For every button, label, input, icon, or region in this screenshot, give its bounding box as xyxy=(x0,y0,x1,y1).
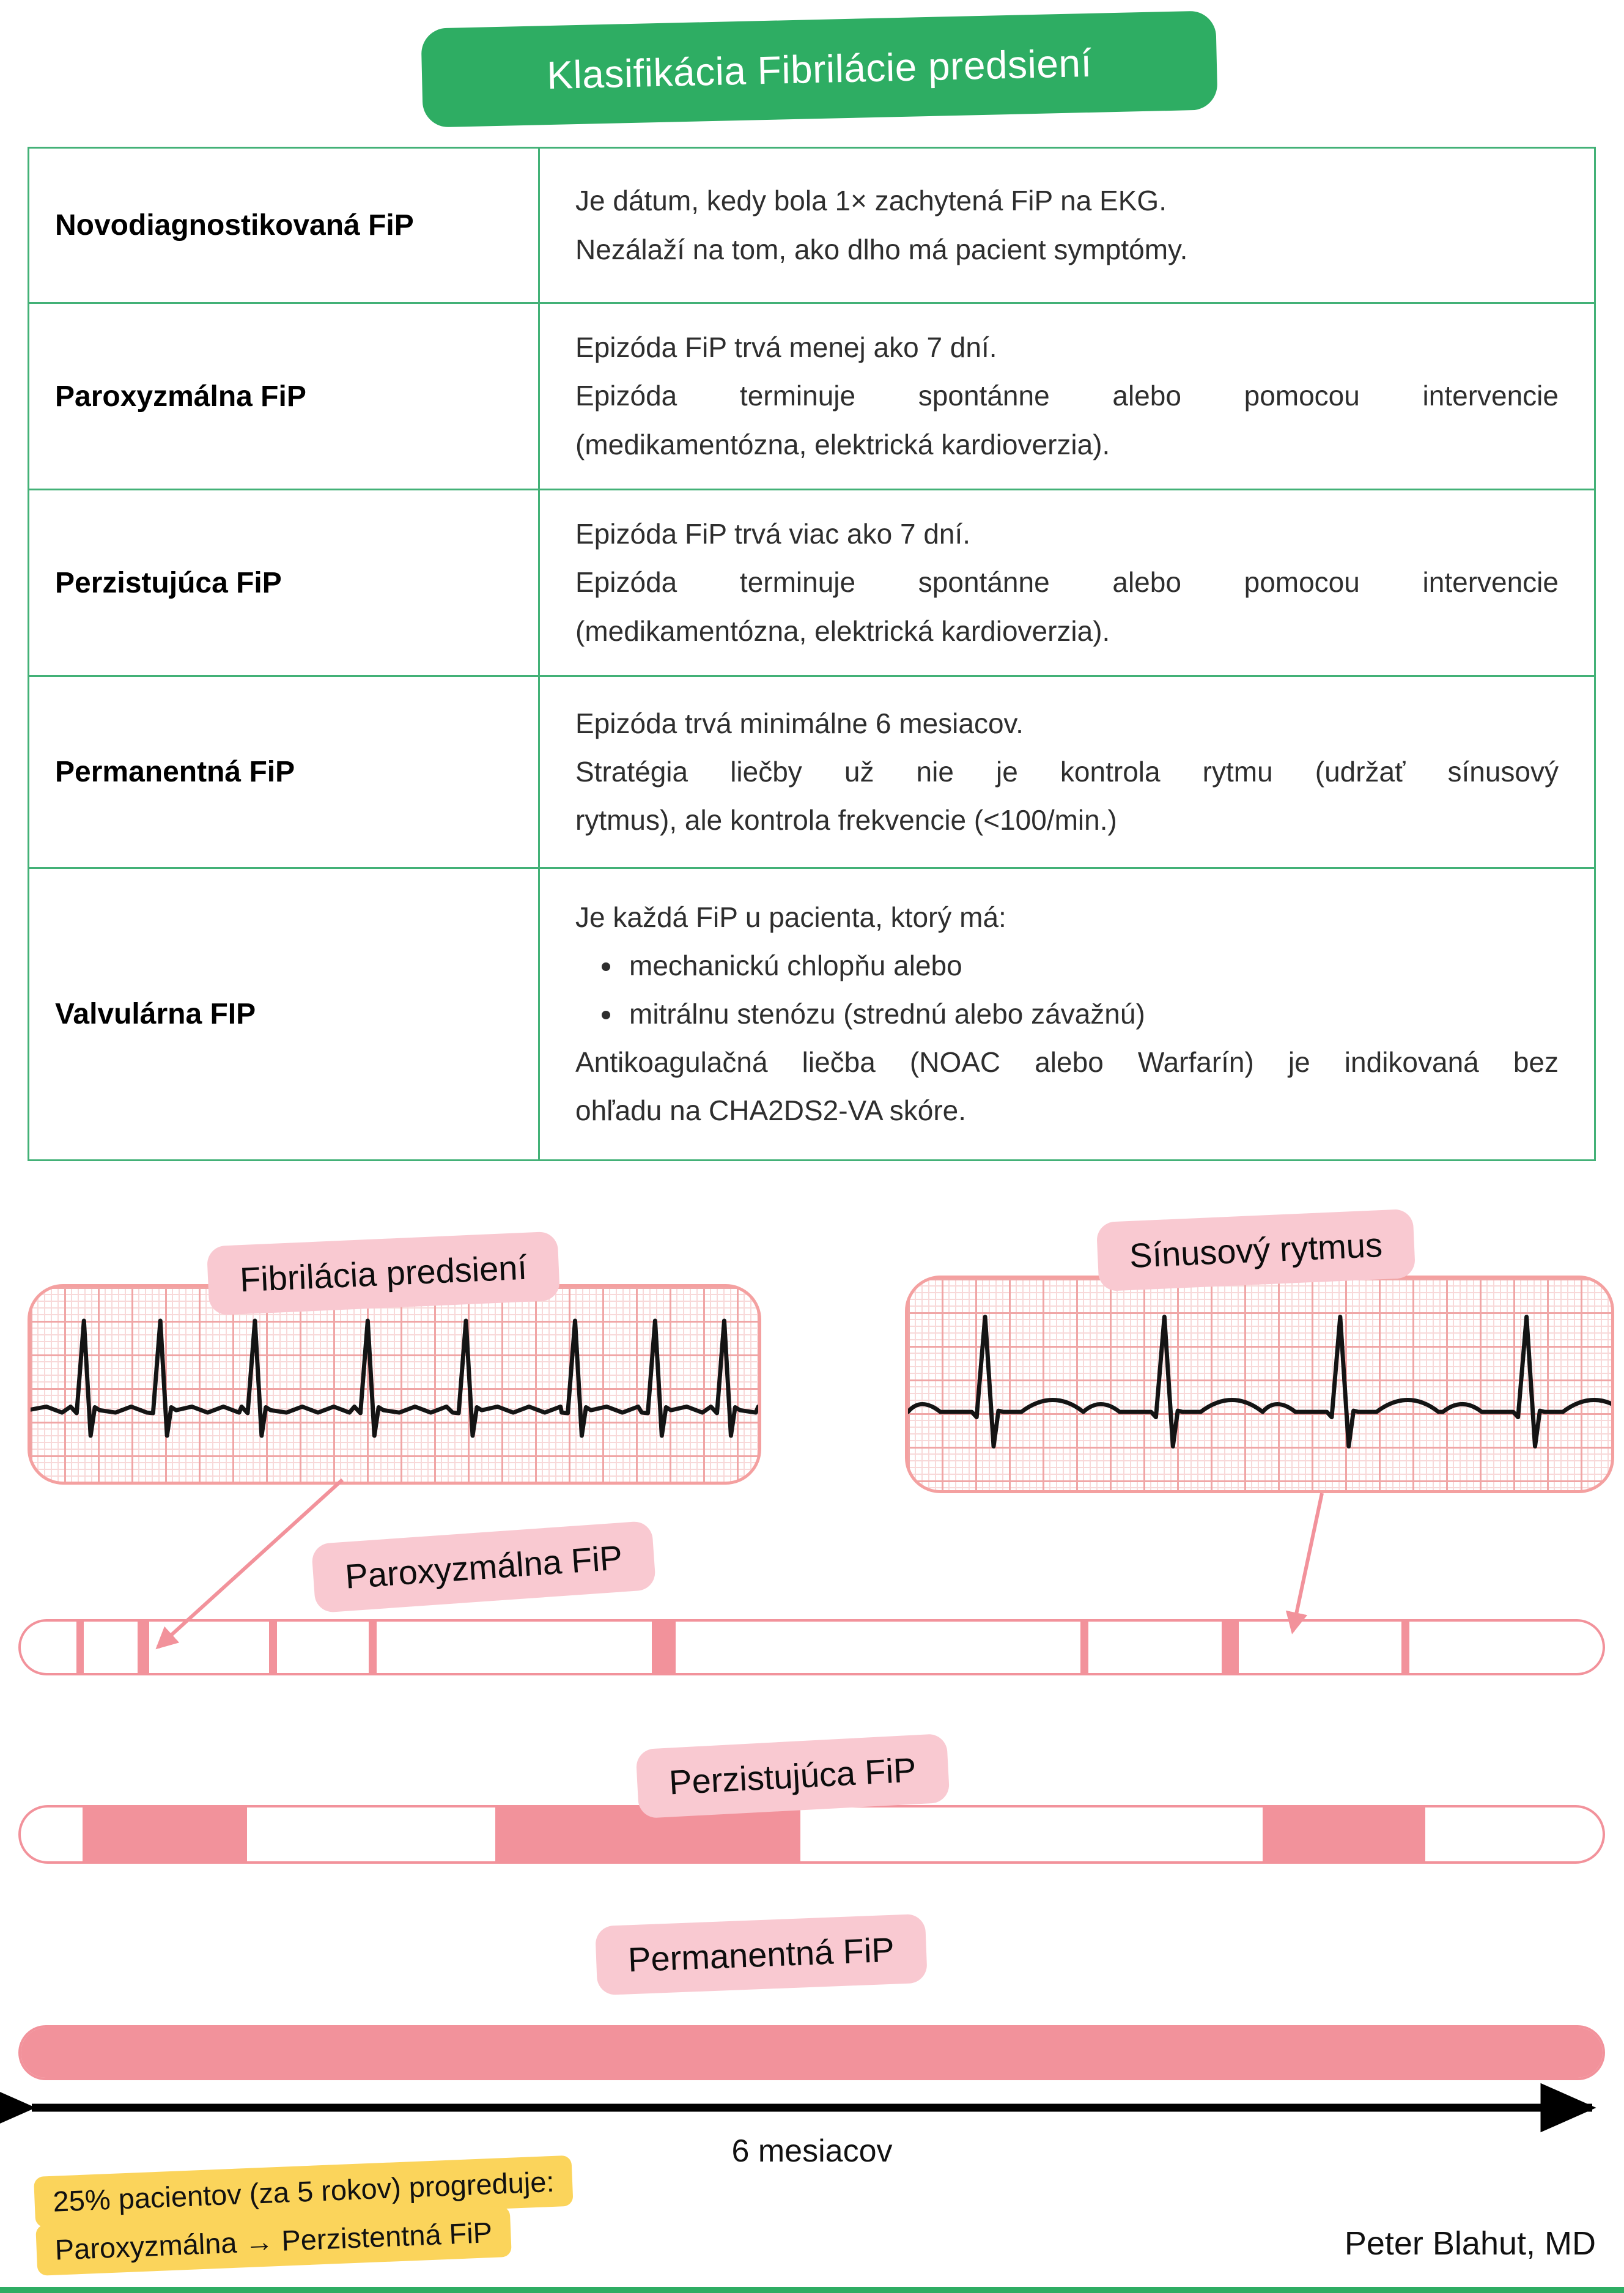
author-credit: Peter Blahut, MD xyxy=(1344,2225,1596,2262)
footer-accent-bar xyxy=(0,2287,1624,2293)
description-line: Nezálaží na tom, ako dlho má pacient sym… xyxy=(575,233,1188,265)
description-line: Epizóda terminuje spontánne alebo pomoco… xyxy=(575,566,1559,599)
description-line: Epizóda FiP trvá menej ako 7 dní. xyxy=(575,331,997,364)
page-title: Klasifikácia Fibrilácie predsiení xyxy=(546,40,1093,98)
description-line: ohľadu na CHA2DS2-VA skóre. xyxy=(575,1095,967,1127)
description-line: Epizóda trvá minimálne 6 mesiacov. xyxy=(575,707,1024,739)
ecg-strip-sinus xyxy=(905,1276,1614,1493)
afib-waveform xyxy=(31,1318,758,1438)
term-label: Paroxyzmálna FiP xyxy=(55,380,306,413)
persistent-timeline-bar xyxy=(18,1805,1605,1864)
sinus-waveform xyxy=(908,1315,1611,1449)
sinus-connector-arrow xyxy=(1285,1493,1324,1634)
sinus-label: Sínusový rytmus xyxy=(1096,1208,1416,1292)
af-episode-segment xyxy=(76,1622,84,1673)
description-line: Epizóda terminuje spontánne alebo pomoco… xyxy=(575,380,1559,412)
af-episode-segment xyxy=(1080,1622,1089,1673)
title-banner: Klasifikácia Fibrilácie predsiení xyxy=(421,10,1218,128)
term-description: Je dátum, kedy bola 1× zachytená FiP na … xyxy=(540,149,1594,302)
table-row: Perzistujúca FiP Epizóda FiP trvá viac a… xyxy=(29,490,1594,677)
af-episode-segment xyxy=(138,1622,149,1673)
af-episode-segment xyxy=(1262,1807,1426,1861)
description-line: (medikamentózna, elektrická kardioverzia… xyxy=(575,615,1110,647)
term-label: Novodiagnostikovaná FiP xyxy=(55,209,414,242)
description-line: Stratégia liečby už nie je kontrola rytm… xyxy=(575,755,1559,788)
description-line: Epizóda FiP trvá viac ako 7 dní. xyxy=(575,518,971,550)
description-line: (medikamentózna, elektrická kardioverzia… xyxy=(575,428,1110,460)
paroxysmal-label: Paroxyzmálna FiP xyxy=(311,1520,657,1614)
description-line: Je dátum, kedy bola 1× zachytená FiP na … xyxy=(575,185,1167,217)
table-row: Valvulárna FIP Je každá FiP u pacienta, … xyxy=(29,869,1594,1159)
af-episode-segment xyxy=(1401,1622,1410,1673)
description-intro: Je každá FiP u pacienta, ktorý má: xyxy=(575,901,1006,933)
term-description: Epizóda FiP trvá viac ako 7 dní. Epizóda … xyxy=(540,490,1594,675)
progression-note: 25% pacientov (za 5 rokov) progreduje: P… xyxy=(34,2155,575,2276)
description-line: rytmus), ale kontrola frekvencie (<100/m… xyxy=(575,804,1117,836)
af-episode-segment xyxy=(1221,1622,1239,1673)
term-description: Epizóda FiP trvá menej ako 7 dní. Epizóda… xyxy=(540,304,1594,489)
six-months-label: 6 mesiacov xyxy=(731,2133,893,2169)
term-description: Je každá FiP u pacienta, ktorý má: mecha… xyxy=(540,869,1594,1159)
ecg-strip-afib xyxy=(28,1284,761,1485)
table-row: Permanentná FiP Epizóda trvá minimálne 6… xyxy=(29,677,1594,869)
description-outro: Antikoagulačná liečba (NOAC alebo Warfar… xyxy=(575,1038,1559,1135)
term-label: Permanentná FiP xyxy=(55,756,295,788)
af-episode-segment xyxy=(369,1622,377,1673)
af-episode-segment xyxy=(652,1622,676,1673)
term-label: Perzistujúca FiP xyxy=(55,566,282,599)
af-episode-segment xyxy=(269,1622,278,1673)
bullet-item: mechanickú chlopňu alebo xyxy=(623,942,1559,990)
table-row: Novodiagnostikovaná FiP Je dátum, kedy b… xyxy=(29,149,1594,304)
term-label: Valvulárna FIP xyxy=(55,998,256,1030)
permanent-label: Permanentná FiP xyxy=(595,1913,928,1996)
term-description: Epizóda trvá minimálne 6 mesiacov. Straté… xyxy=(540,677,1594,867)
af-episode-segment xyxy=(495,1807,801,1861)
bullet-item: mitrálnu stenózu (strednú alebo závažnú) xyxy=(623,990,1559,1038)
table-row: Paroxyzmálna FiP Epizóda FiP trvá menej … xyxy=(29,304,1594,490)
paroxysmal-timeline-bar xyxy=(18,1619,1605,1675)
description-line: Antikoagulačná liečba (NOAC alebo Warfar… xyxy=(575,1046,1559,1079)
permanent-timeline-bar xyxy=(18,2025,1605,2080)
af-episode-segment xyxy=(82,1807,247,1861)
af-episode-segment xyxy=(21,2028,1603,2078)
classification-table: Novodiagnostikovaná FiP Je dátum, kedy b… xyxy=(28,147,1596,1161)
bullet-list: mechanickú chlopňu alebomitrálnu stenózu… xyxy=(575,942,1559,1038)
